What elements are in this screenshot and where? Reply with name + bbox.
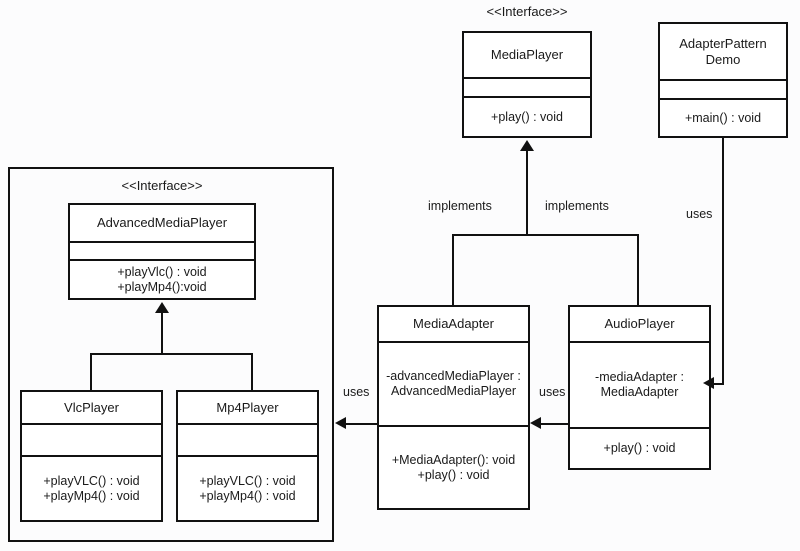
dependency-arrowhead-advanced-media-player-group [335, 417, 346, 429]
edge-label-media-adapter-uses: uses [341, 385, 372, 399]
adapter-pattern-demo-name-line2: Demo [705, 51, 741, 67]
dependency-arrowhead-audio-player [703, 377, 714, 389]
mp4-player-name: Mp4Player [216, 399, 279, 415]
dependency-arm-audio-player-uses-media-adapter [541, 423, 569, 425]
realization-branch-audio-player [637, 234, 639, 306]
mp4-player-attributes-section [178, 425, 317, 457]
adapter-pattern-demo-name-section: AdapterPattern Demo [660, 24, 786, 81]
class-box-advanced-media-player[interactable]: AdvancedMediaPlayer +playVlc() : void +p… [68, 203, 256, 300]
advanced-media-player-stereotype: <<Interface>> [121, 178, 203, 193]
edge-label-audio-player-uses: uses [537, 385, 568, 399]
adapter-pattern-demo-methods-section: +main() : void [660, 100, 786, 136]
media-adapter-attributes-section: -advancedMediaPlayer : AdvancedMediaPlay… [379, 343, 528, 427]
media-adapter-name-section: MediaAdapter [379, 307, 528, 343]
media-player-attributes-section [464, 79, 590, 98]
media-player-name-section: MediaPlayer [464, 33, 590, 79]
audio-player-methods-section: +play() : void [570, 429, 709, 468]
dependency-arrowhead-media-adapter [530, 417, 541, 429]
advanced-media-player-name: AdvancedMediaPlayer [96, 215, 228, 231]
vlc-player-methods-section: +playVLC() : void +playMp4() : void [22, 457, 161, 520]
vlc-player-method-play-mp4: +playMp4() : void [43, 488, 140, 503]
dependency-segment-demo-uses-audio-player [712, 383, 724, 385]
mp4-player-method-play-vlc: +playVLC() : void [199, 473, 296, 488]
class-box-media-player[interactable]: MediaPlayer +play() : void [462, 31, 592, 138]
class-box-audio-player[interactable]: AudioPlayer -mediaAdapter : MediaAdapter… [568, 305, 711, 470]
dependency-stem-demo-uses-audio-player [722, 138, 724, 383]
audio-player-name: AudioPlayer [604, 316, 675, 332]
advanced-media-player-attributes-section [70, 243, 254, 261]
dependency-stem-audio-player-uses-media-adapter [568, 405, 570, 423]
vlc-player-name: VlcPlayer [64, 399, 119, 415]
media-player-method-play: +play() : void [491, 109, 563, 124]
advanced-media-player-methods-section: +playVlc() : void +playMp4():void [70, 261, 254, 298]
advanced-media-player-method-play-mp4: +playMp4():void [117, 279, 207, 294]
advanced-media-player-method-play-vlc: +playVlc() : void [117, 264, 207, 279]
media-player-methods-section: +play() : void [464, 98, 590, 136]
class-box-vlc-player[interactable]: VlcPlayer +playVLC() : void +playMp4() :… [20, 390, 163, 522]
audio-player-attribute-media-adapter: -mediaAdapter : MediaAdapter [595, 369, 684, 399]
adapter-pattern-demo-name-line1: AdapterPattern [679, 35, 767, 51]
media-adapter-name: MediaAdapter [413, 316, 494, 332]
generalization-branch-vlc-player [90, 353, 92, 391]
edge-label-audio-player-implements: implements [543, 199, 611, 213]
advanced-media-player-group-frame [8, 167, 334, 542]
vlc-player-name-section: VlcPlayer [22, 392, 161, 425]
media-adapter-attribute-advanced-media-player: -advancedMediaPlayer : AdvancedMediaPlay… [386, 368, 521, 398]
mp4-player-methods-section: +playVLC() : void +playMp4() : void [178, 457, 317, 520]
vlc-player-attributes-section [22, 425, 161, 457]
class-box-mp4-player[interactable]: Mp4Player +playVLC() : void +playMp4() :… [176, 390, 319, 522]
edge-label-media-adapter-implements: implements [426, 199, 494, 213]
realization-stem-media-player [526, 150, 528, 235]
media-adapter-method-play: +play() : void [417, 467, 490, 482]
mp4-player-method-play-mp4: +playMp4() : void [199, 488, 296, 503]
audio-player-attributes-section: -mediaAdapter : MediaAdapter [570, 343, 709, 429]
realization-branch-media-adapter [452, 234, 454, 306]
audio-player-method-play: +play() : void [603, 441, 676, 456]
vlc-player-method-play-vlc: +playVLC() : void [43, 473, 140, 488]
generalization-stem-advanced-media-player [161, 312, 163, 354]
media-player-stereotype: <<Interface>> [486, 4, 568, 19]
media-adapter-method-constructor: +MediaAdapter(): void [391, 452, 516, 467]
dependency-arm-media-adapter-uses-advanced [346, 423, 378, 425]
generalization-branch-mp4-player [251, 353, 253, 391]
generalization-arrowhead-advanced-media-player [155, 302, 169, 313]
adapter-pattern-demo-method-main: +main() : void [684, 110, 762, 125]
generalization-crossbar-players [90, 353, 253, 355]
class-box-adapter-pattern-demo[interactable]: AdapterPattern Demo +main() : void [658, 22, 788, 138]
dependency-stem-media-adapter-uses-advanced [377, 405, 379, 423]
adapter-pattern-demo-attributes-section [660, 81, 786, 100]
edge-label-demo-uses: uses [684, 207, 715, 221]
realization-arrowhead-media-player [520, 140, 534, 151]
advanced-media-player-name-section: AdvancedMediaPlayer [70, 205, 254, 243]
media-adapter-methods-section: +MediaAdapter(): void +play() : void [379, 427, 528, 508]
realization-crossbar-implementors [452, 234, 638, 236]
mp4-player-name-section: Mp4Player [178, 392, 317, 425]
media-player-name: MediaPlayer [490, 47, 564, 63]
audio-player-name-section: AudioPlayer [570, 307, 709, 343]
class-box-media-adapter[interactable]: MediaAdapter -advancedMediaPlayer : Adva… [377, 305, 530, 510]
